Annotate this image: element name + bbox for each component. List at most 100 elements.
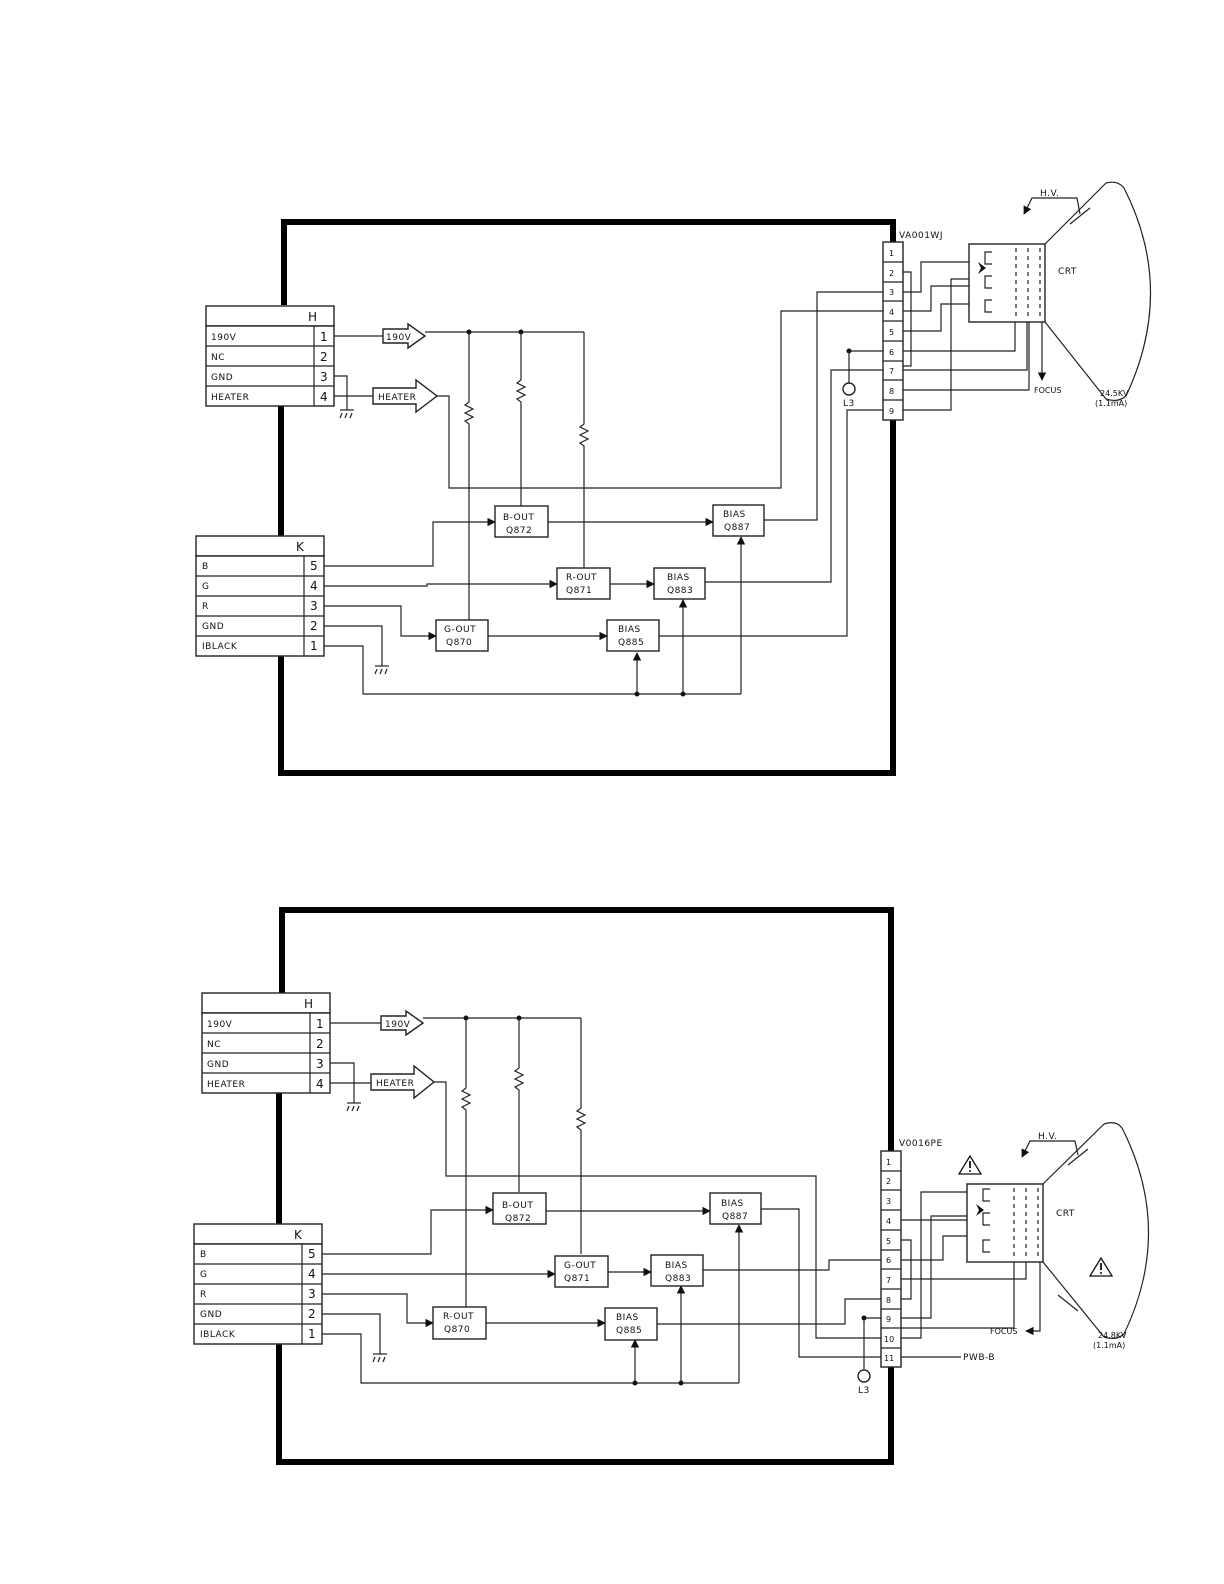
block-label: BIAS: [616, 1313, 639, 1323]
pin-number: 4: [308, 1267, 316, 1281]
pin-number: 2: [320, 350, 328, 364]
block-ref: Q872: [505, 1214, 531, 1224]
pin-label: IBLACK: [202, 642, 238, 652]
pin-number: 2: [310, 619, 318, 633]
bias-low-block: BIAS Q885: [606, 619, 660, 652]
b-out-block: B-OUT Q872: [494, 505, 549, 538]
inductor-label: L3: [843, 399, 855, 409]
socket-pin: 8: [886, 1296, 891, 1305]
bias-mid-block: BIAS Q883: [653, 567, 706, 600]
pin-label: 190V: [211, 333, 237, 343]
block-label: BIAS: [667, 573, 690, 583]
pin-number: 4: [316, 1077, 324, 1091]
pin-label: GND: [202, 622, 224, 632]
block-ref: Q872: [506, 526, 532, 536]
block-label: G-OUT: [564, 1261, 596, 1271]
socket-pin: 4: [889, 308, 894, 317]
socket-pin: 6: [889, 348, 894, 357]
pin-label: GND: [211, 373, 233, 383]
connector-k: K B G R GND IBLACK 5 4 3 2 1: [195, 535, 325, 657]
ground-symbol: [374, 665, 389, 675]
inductor-label: L3: [858, 1386, 870, 1396]
anode-current: (1.1mA): [1093, 1341, 1125, 1350]
board-outline: [278, 219, 896, 776]
socket-pin: 5: [886, 1237, 891, 1246]
crt-tube: CRT H.V. FOCUS 24.5KV (1.1mA): [968, 181, 1152, 408]
board-outline: [276, 907, 894, 1465]
connector-k: K B G R GND IBLACK 5 4 3 2 1: [193, 1223, 323, 1345]
block-ref: Q887: [722, 1212, 748, 1222]
block-label: BIAS: [665, 1261, 688, 1271]
block-ref: Q883: [667, 586, 693, 596]
ground-symbol: [372, 1353, 387, 1363]
pin-number: 4: [320, 390, 328, 404]
connector-h: H 190V NC GND HEATER 1 2 3 4: [205, 305, 335, 407]
pin-number: 4: [310, 579, 318, 593]
socket-pin: 6: [886, 1256, 891, 1265]
socket-pin: 7: [886, 1276, 891, 1285]
low-out-block: R-OUT Q870: [432, 1306, 487, 1340]
block-ref: Q870: [446, 638, 472, 648]
pin-number: 3: [320, 370, 328, 384]
pin-number: 3: [316, 1057, 324, 1071]
socket-pin: 1: [886, 1158, 891, 1167]
pin-label: G: [202, 582, 209, 592]
pin-label: NC: [211, 353, 225, 363]
crt-tube: CRT H.V. FOCUS 24.8KV (1.1mA): [966, 1122, 1150, 1350]
anode-voltage: 24.5KV: [1100, 389, 1129, 398]
mid-out-block: R-OUT Q871: [556, 567, 611, 600]
pin-number: 2: [308, 1307, 316, 1321]
pin-number: 1: [316, 1017, 324, 1031]
socket-pin: 10: [884, 1335, 894, 1344]
heater-arrow: [370, 1064, 436, 1100]
pin-label: R: [202, 602, 209, 612]
connector-h: H 190V NC GND HEATER 1 2 3 4: [201, 992, 331, 1094]
block-ref: Q871: [566, 586, 592, 596]
socket-pin: 1: [889, 249, 894, 258]
block-ref: Q871: [564, 1274, 590, 1284]
socket-part-number: VA001WJ: [899, 231, 943, 241]
bias-low-block: BIAS Q885: [604, 1307, 658, 1341]
pin-label: B: [200, 1250, 207, 1260]
bias-top-block: BIAS Q887: [709, 1192, 762, 1225]
pin-label: G: [200, 1270, 207, 1280]
hv-label: H.V.: [1040, 189, 1059, 199]
focus-label: FOCUS: [990, 1327, 1017, 1336]
pin-number: 3: [308, 1287, 316, 1301]
socket-pin: 9: [886, 1315, 891, 1324]
supply-190v-arrow: [382, 322, 427, 350]
socket-pin: 4: [886, 1217, 891, 1226]
connector-k-name: K: [296, 540, 305, 554]
heater-label: HEATER: [378, 393, 416, 403]
schematic-bottom: H 190V NC GND HEATER 1 2 3 4 190V HEATER: [193, 907, 1150, 1465]
supply-190v-label: 190V: [385, 1020, 411, 1030]
board-label: PWB-B: [963, 1353, 995, 1363]
focus-label: FOCUS: [1034, 386, 1061, 395]
crt-label: CRT: [1058, 267, 1077, 277]
pin-label: GND: [200, 1310, 222, 1320]
socket-pin: 7: [889, 367, 894, 376]
crt-socket: VA001WJ 1 2 3 4 5 6 7 8 9: [882, 231, 943, 421]
bias-top-block: BIAS Q887: [712, 504, 765, 537]
pin-label: HEATER: [207, 1080, 245, 1090]
l3-coil: [857, 1369, 871, 1383]
pin-label: NC: [207, 1040, 221, 1050]
pin-number: 1: [308, 1327, 316, 1341]
bias-mid-block: BIAS Q883: [650, 1254, 704, 1287]
block-label: B-OUT: [503, 513, 534, 523]
pin-label: GND: [207, 1060, 229, 1070]
crt-label: CRT: [1056, 1209, 1075, 1219]
block-label: B-OUT: [502, 1201, 533, 1211]
socket-pin: 3: [886, 1197, 891, 1206]
socket-pin: 8: [889, 387, 894, 396]
block-ref: Q885: [616, 1326, 642, 1336]
pin-number: 5: [310, 559, 318, 573]
block-label: R-OUT: [443, 1312, 474, 1322]
socket-part-number: V0016PE: [899, 1139, 943, 1149]
anode-current: (1.1mA): [1095, 399, 1127, 408]
block-ref: Q883: [665, 1274, 691, 1284]
pin-number: 5: [308, 1247, 316, 1261]
block-ref: Q887: [724, 523, 750, 533]
pin-label: 190V: [207, 1020, 233, 1030]
